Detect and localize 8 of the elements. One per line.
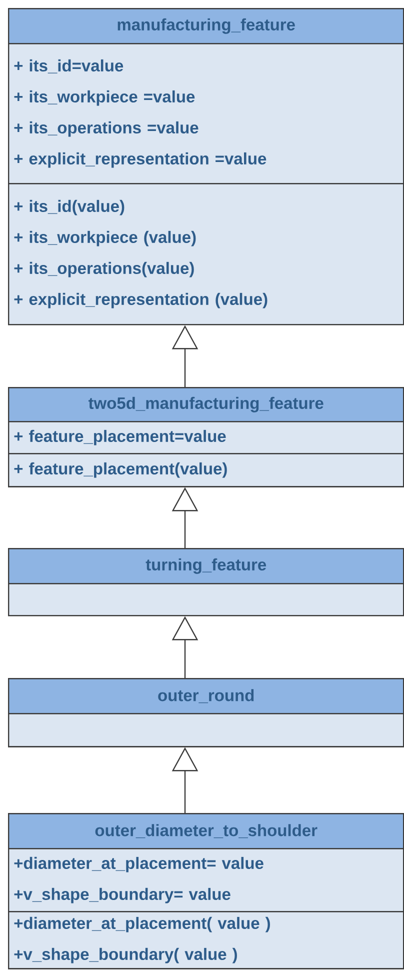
operation-list: +diameter_at_placement( value ) +v_shape_boundary( value ) (8, 911, 404, 970)
attribute-list: +diameter_at_placement= value +v_shape_boundary= value (8, 848, 404, 912)
operation-list: + its_id(value) + its_workpiece (value) + its_operations(value) + explicit_representation (value) (8, 183, 404, 326)
attribute-list: + feature_placement=value (8, 421, 404, 454)
empty-compartment (8, 583, 404, 616)
empty-compartment (8, 713, 404, 748)
operation-list: + feature_placement(value) (8, 453, 404, 488)
attribute-list: + its_id=value + its_workpiece =value + its_operations =value + explicit_representation =value (8, 43, 404, 184)
